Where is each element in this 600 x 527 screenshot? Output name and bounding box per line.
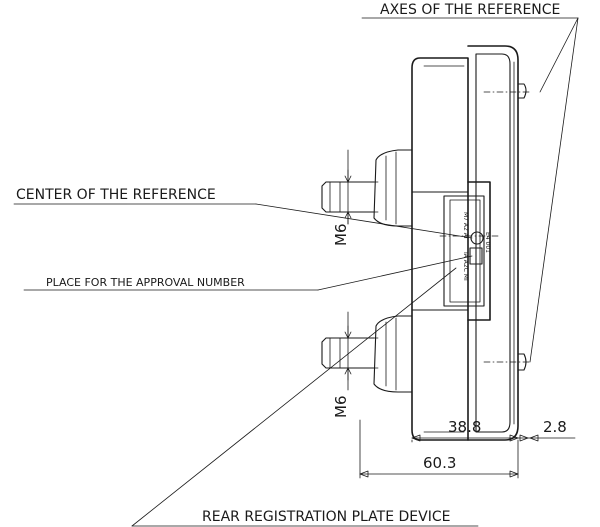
marking-recess <box>411 181 491 321</box>
callout-axes-reference: AXES OF THE REFERENCE <box>361 2 579 363</box>
callout-approval-place: PLACE FOR THE APPROVAL NUMBER <box>23 255 473 291</box>
reference-axes <box>439 91 533 363</box>
e-mark-circle <box>470 231 484 245</box>
approval-marking: E4 001 M7 A2 AI IA A2C MI <box>462 212 491 281</box>
label-center-reference: CENTER OF THE REFERENCE <box>16 187 216 203</box>
dim-lens-offset: 2.8 <box>543 418 567 436</box>
label-axes-reference: AXES OF THE REFERENCE <box>380 2 560 18</box>
approval-number-box <box>469 247 483 265</box>
marking-line-3: IA A2C MI <box>462 252 469 281</box>
callout-rear-plate-device: REAR REGISTRATION PLATE DEVICE <box>131 267 479 527</box>
marking-line-2: M7 A2 AI <box>462 212 469 239</box>
thread-dimension-lower: M6 <box>332 311 379 419</box>
thread-label-upper: M6 <box>332 224 350 247</box>
label-approval-place: PLACE FOR THE APPROVAL NUMBER <box>46 276 245 289</box>
dim-depth-body: 38.8 <box>448 418 481 436</box>
marking-line-1: E4 001 <box>484 232 491 253</box>
housing-body <box>411 45 527 441</box>
thread-label-lower: M6 <box>332 396 350 419</box>
dim-depth-total: 60.3 <box>423 454 456 472</box>
label-rear-plate-device: REAR REGISTRATION PLATE DEVICE <box>202 509 450 525</box>
depth-dimensions: 38.8 2.8 60.3 <box>359 418 576 479</box>
lower-stud <box>321 315 413 393</box>
thread-dimension-upper: M6 <box>332 149 379 247</box>
callout-center-reference: CENTER OF THE REFERENCE <box>13 187 473 239</box>
upper-stud <box>321 149 413 227</box>
